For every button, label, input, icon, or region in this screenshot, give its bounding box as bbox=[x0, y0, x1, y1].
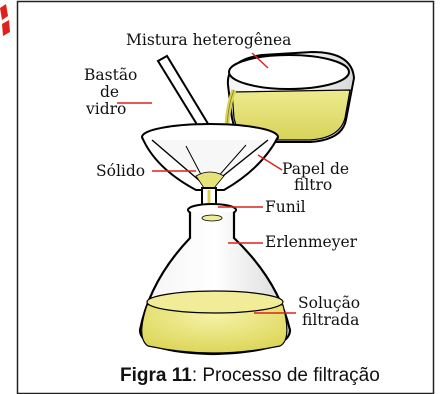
caption-text: : Processo de filtração bbox=[192, 365, 380, 386]
label-paper-1: Papel de bbox=[282, 160, 349, 178]
corner-mark bbox=[0, 4, 8, 20]
leader-lines bbox=[117, 52, 296, 314]
label-funnel: Funil bbox=[265, 198, 306, 216]
figure-caption: Figra 11: Processo de filtração bbox=[120, 365, 380, 386]
label-rod-1: Bastão bbox=[84, 66, 137, 84]
label-flask: Erlenmeyer bbox=[265, 233, 358, 251]
label-paper-2: filtro bbox=[294, 176, 332, 194]
caption-figure-number: Figra 11 bbox=[120, 365, 192, 386]
label-solid: Sólido bbox=[96, 162, 145, 180]
label-rod-3: vidro bbox=[85, 100, 126, 118]
label-solution-1: Solução bbox=[298, 294, 360, 312]
label-mixture: Mistura heterogênea bbox=[126, 31, 291, 49]
erlenmeyer-flask bbox=[138, 203, 292, 356]
label-solution-2: filtrada bbox=[302, 311, 359, 329]
funnel bbox=[141, 123, 279, 217]
label-rod-2: de bbox=[100, 83, 119, 101]
